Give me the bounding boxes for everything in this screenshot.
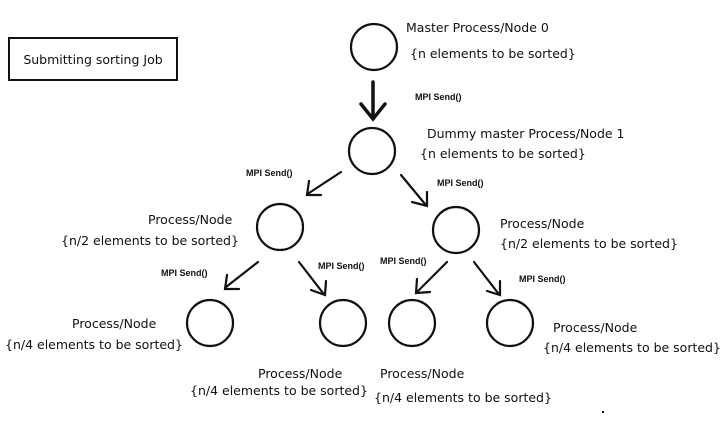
edge-label-right-to-leaf4: MPI Send() (519, 274, 566, 284)
edge-label-master-to-dummy: MPI Send() (415, 92, 462, 102)
node-leaf-2-circle (318, 298, 368, 348)
node-leaf-1-circle (185, 298, 235, 348)
submitting-job-box: Submitting sorting Job (8, 37, 178, 81)
arrow-right-to-leaf4 (472, 260, 502, 297)
edge-label-right-to-leaf3: MPI Send() (380, 256, 427, 266)
edge-label-dummy-to-right: MPI Send() (437, 178, 484, 188)
node-leaf-3-circle (387, 298, 437, 348)
left-mid-node-elements: {n/2 elements to be sorted} (61, 233, 239, 248)
leaf-2-node-elements: {n/4 elements to be sorted} (190, 383, 368, 398)
right-mid-node-title: Process/Node (500, 216, 585, 231)
left-mid-node-title: Process/Node (148, 212, 233, 227)
dummy-node-elements: {n elements to be sorted} (420, 146, 586, 161)
arrow-right-to-leaf3 (414, 260, 449, 295)
arrow-dummy-to-left (305, 170, 343, 197)
node-dummy-circle (347, 126, 397, 176)
right-mid-node-elements: {n/2 elements to be sorted} (500, 236, 678, 251)
master-node-elements: {n elements to be sorted} (410, 46, 576, 61)
leaf-1-node-elements: {n/4 elements to be sorted} (5, 337, 183, 352)
master-node-title: Master Process/Node 0 (406, 20, 549, 35)
leaf-4-node-elements: {n/4 elements to be sorted} (543, 340, 721, 355)
arrow-master-to-dummy (359, 80, 387, 122)
arrow-left-to-leaf1 (223, 260, 260, 291)
arrow-left-to-leaf2 (297, 260, 328, 297)
stray-dot (602, 411, 604, 413)
leaf-1-node-title: Process/Node (72, 316, 157, 331)
dummy-node-title: Dummy master Process/Node 1 (427, 126, 625, 141)
submitting-job-label: Submitting sorting Job (23, 51, 163, 67)
leaf-2-node-title: Process/Node (258, 366, 343, 381)
node-master-circle (349, 22, 399, 72)
arrow-dummy-to-right (399, 173, 429, 208)
leaf-3-node-elements: {n/4 elements to be sorted} (374, 390, 552, 405)
leaf-4-node-title: Process/Node (553, 320, 638, 335)
edge-label-dummy-to-left: MPI Send() (246, 168, 293, 178)
edge-label-left-to-leaf1: MPI Send() (161, 268, 208, 278)
edge-label-left-to-leaf2: MPI Send() (318, 261, 365, 271)
leaf-3-node-title: Process/Node (380, 366, 465, 381)
node-leaf-4-circle (485, 298, 535, 348)
node-left-mid-circle (255, 202, 305, 252)
node-right-mid-circle (431, 205, 481, 255)
